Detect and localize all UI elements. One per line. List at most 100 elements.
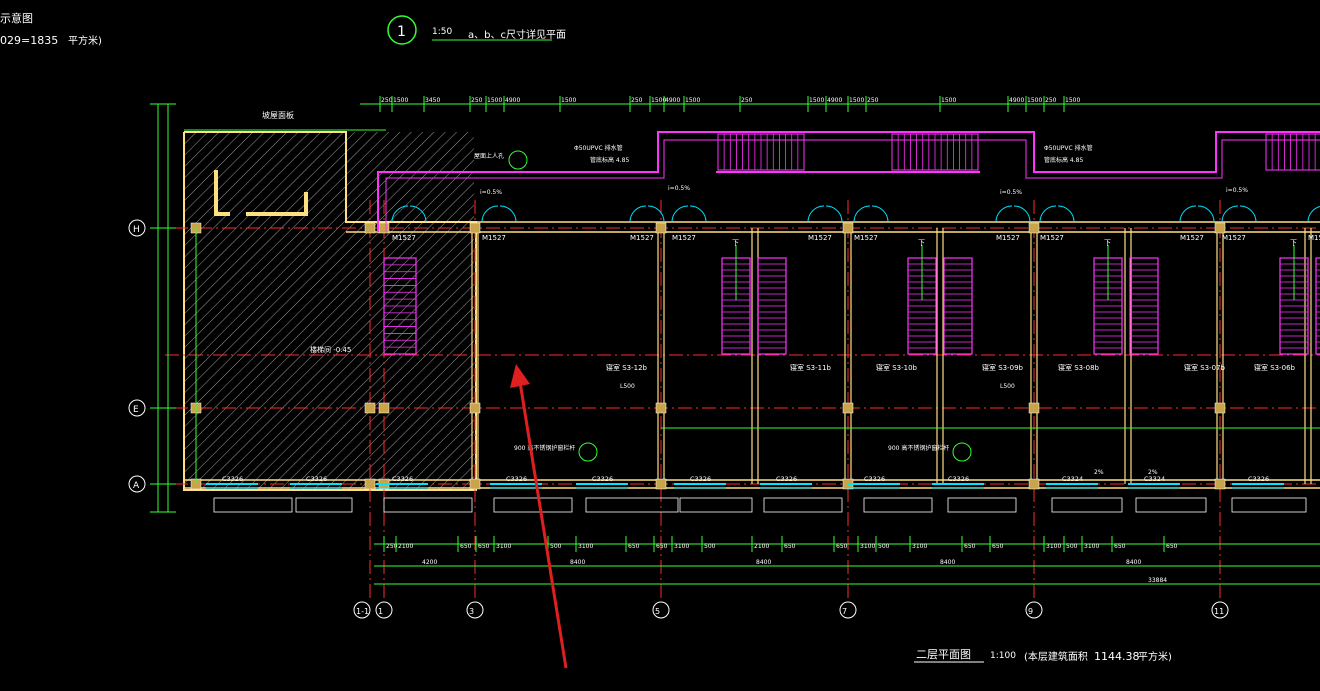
axis-bubble-col bbox=[466, 601, 484, 619]
dim-text-bottom: 3100 bbox=[578, 543, 593, 550]
dim-text-bottom: 3100 bbox=[1084, 543, 1099, 550]
dim-text-total: 8400 bbox=[756, 559, 771, 566]
door-swing bbox=[1307, 206, 1320, 223]
axis-bubble-row bbox=[128, 399, 146, 417]
door-swing bbox=[853, 205, 871, 223]
elevation-mark: L500 bbox=[1000, 383, 1015, 390]
axis-label-row: E bbox=[133, 405, 139, 415]
dim-text-bottom: 650 bbox=[656, 543, 668, 550]
dim-text-bottom: 650 bbox=[1114, 543, 1126, 550]
column bbox=[1214, 402, 1226, 414]
sill-panel bbox=[1135, 497, 1207, 513]
dim-text-total: 4200 bbox=[422, 559, 437, 566]
stair-direction: 下 bbox=[918, 239, 925, 247]
door-label: M1527 bbox=[808, 234, 832, 242]
dim-text-top: 250 bbox=[381, 97, 393, 104]
door-swing bbox=[1057, 205, 1075, 223]
dim-text-top: 1500 bbox=[1027, 97, 1042, 104]
door-label: M1527 bbox=[854, 234, 878, 242]
sill-panel bbox=[295, 497, 353, 513]
top-left-label: 坡屋面板 bbox=[262, 110, 294, 120]
door-swing bbox=[671, 205, 689, 223]
detail-scale: 1:50 bbox=[432, 27, 452, 37]
column bbox=[378, 222, 390, 234]
column bbox=[1028, 478, 1040, 490]
sill-panel bbox=[863, 497, 933, 513]
window-label: C3326 bbox=[776, 475, 797, 483]
door-swing bbox=[629, 205, 647, 223]
dim-text-bottom: 650 bbox=[992, 543, 1004, 550]
sill-panel bbox=[1051, 497, 1123, 513]
plan-title: 二层平面图 bbox=[916, 648, 971, 661]
stair-top bbox=[1265, 133, 1320, 171]
room-label: 寝室 S3-09b bbox=[982, 363, 1024, 372]
slope-label: i=0.5% bbox=[668, 185, 690, 192]
axis-bubble-col bbox=[375, 601, 393, 619]
door-swing bbox=[1197, 205, 1215, 223]
column bbox=[842, 222, 854, 234]
elevation-mark: L500 bbox=[620, 383, 635, 390]
door-swing bbox=[689, 205, 707, 223]
window-label: C3326 bbox=[392, 475, 413, 483]
dim-text-bottom: 650 bbox=[478, 543, 490, 550]
stairs: 下下下下 bbox=[383, 133, 1320, 355]
window-label: C3326 bbox=[1248, 475, 1269, 483]
window-label: C3326 bbox=[592, 475, 613, 483]
dim-text-bottom: 3100 bbox=[1046, 543, 1061, 550]
dim-text-bottom: 2100 bbox=[754, 543, 769, 550]
room-label: 寝室 S3-06b bbox=[1254, 363, 1296, 372]
dim-text-top: 1500 bbox=[809, 97, 824, 104]
door-swing bbox=[1179, 205, 1197, 223]
dim-text-bottom: 500 bbox=[878, 543, 890, 550]
parapet-line-inner bbox=[385, 139, 1320, 232]
dim-text-bottom: 2100 bbox=[398, 543, 413, 550]
dim-text-bottom: 250 bbox=[386, 543, 398, 550]
slope-label: 2% bbox=[1148, 469, 1158, 476]
area-unit: 平方米) bbox=[68, 34, 102, 47]
column bbox=[469, 402, 481, 414]
detail-callout bbox=[952, 442, 972, 462]
parapet-line-outer bbox=[377, 131, 1320, 232]
rail-note: 900 高不锈钢护窗栏杆 bbox=[514, 444, 575, 452]
door-swing bbox=[499, 205, 517, 223]
door-swing bbox=[1239, 205, 1257, 223]
column bbox=[655, 478, 667, 490]
dim-text-bottom: 500 bbox=[704, 543, 716, 550]
window-label: C3324 bbox=[1144, 475, 1165, 483]
axis-label-row: A bbox=[133, 481, 140, 491]
slope-label: i=0.5% bbox=[1226, 187, 1248, 194]
dim-text-top: 3450 bbox=[425, 97, 440, 104]
dim-text-top: 1500 bbox=[1065, 97, 1080, 104]
column bbox=[364, 478, 376, 490]
red-arrow-head bbox=[510, 364, 530, 388]
axis-label-col: 1-1 bbox=[356, 607, 369, 616]
area-line: 029=1835 bbox=[0, 34, 58, 47]
dim-text-top: 4900 bbox=[505, 97, 520, 104]
slope-label: 2% bbox=[1094, 469, 1104, 476]
door-swing bbox=[1013, 205, 1031, 223]
detail-callout bbox=[578, 442, 598, 462]
door-swing bbox=[871, 205, 889, 223]
column bbox=[1028, 402, 1040, 414]
axis-label-col: 11 bbox=[1214, 607, 1224, 616]
detail-callout bbox=[508, 150, 528, 170]
column bbox=[655, 222, 667, 234]
room-label: 寝室 S3-10b bbox=[876, 363, 918, 372]
dim-text-total: 8400 bbox=[940, 559, 955, 566]
floor-area-unit: 平方米) bbox=[1138, 650, 1172, 663]
dim-text-bottom: 500 bbox=[550, 543, 562, 550]
detail-circle bbox=[387, 15, 417, 45]
dim-text-bottom: 650 bbox=[628, 543, 640, 550]
dim-text-top: 250 bbox=[631, 97, 643, 104]
axis-label-row: H bbox=[133, 225, 140, 235]
dim-text-top: 1500 bbox=[941, 97, 956, 104]
dim-text-bottom: 3100 bbox=[860, 543, 875, 550]
sill-panel bbox=[1231, 497, 1307, 513]
column bbox=[1028, 222, 1040, 234]
sill-panel bbox=[585, 497, 679, 513]
